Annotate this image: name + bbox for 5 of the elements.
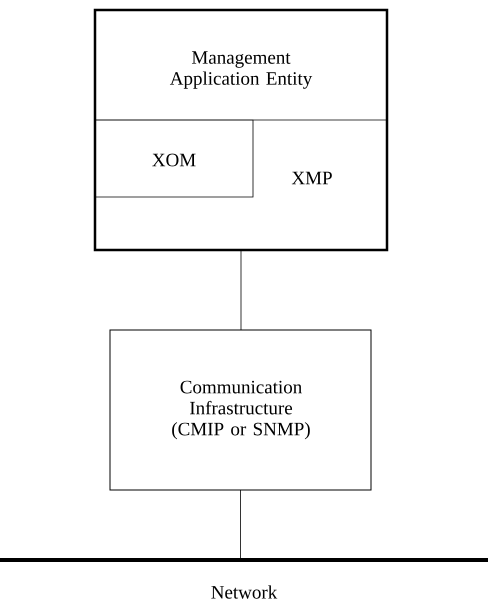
network-line: Network xyxy=(0,558,488,599)
interface-box: XOM xyxy=(94,120,254,198)
infrastructure-box: Communication Infrastructure (CMIP or SNMP) xyxy=(110,330,372,490)
connector-line xyxy=(240,490,241,558)
connector-line xyxy=(240,250,242,330)
